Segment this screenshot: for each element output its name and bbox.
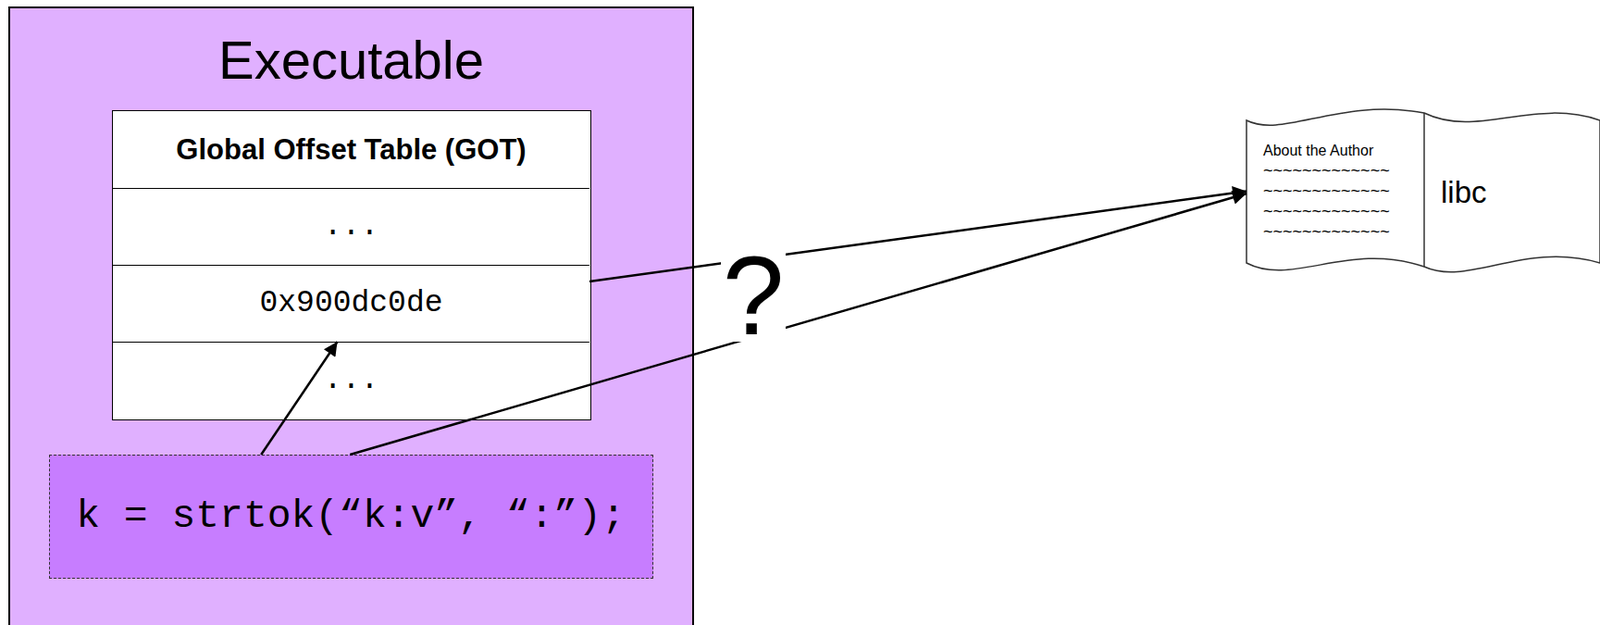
edge-label-slot: ? xyxy=(697,231,809,324)
region-title-slot: Executable xyxy=(10,28,693,91)
table-cell: ... xyxy=(323,209,379,244)
executable-region: ExecutableGlobal Offset Table (GOT)... 0x… xyxy=(8,6,695,625)
address-value: 0x900dc0de xyxy=(259,285,443,321)
code-box: k = strtok(“k:v”, “:”); xyxy=(49,454,654,579)
library-name: libc xyxy=(1440,174,1488,210)
table-cell-slot: ... xyxy=(112,342,590,418)
code-line: k = strtok(“k:v”, “:”); xyxy=(75,493,626,539)
page-squiggle-slot: ~~~~~~~~~~~~~ xyxy=(1263,200,1421,222)
library-book: About the Author~~~~~~~~~~~~~~~~~~~~~~~~… xyxy=(1246,101,1600,281)
page-squiggle: ~~~~~~~~~~~~~ xyxy=(1263,161,1390,180)
table-cell: ... xyxy=(323,362,379,397)
page-squiggle-slot: ~~~~~~~~~~~~~ xyxy=(1263,180,1421,201)
page-heading: About the Author xyxy=(1263,142,1374,159)
table-heading: Global Offset Table (GOT) xyxy=(175,133,526,166)
page-squiggle-slot: ~~~~~~~~~~~~~ xyxy=(1263,221,1421,242)
connector-arrow xyxy=(589,191,1247,283)
code-line-slot: k = strtok(“k:v”, “:”); xyxy=(49,455,652,577)
page-squiggle: ~~~~~~~~~~~~~ xyxy=(1263,222,1390,241)
got-row: ... xyxy=(112,187,590,265)
library-name-slot: libc xyxy=(1440,173,1589,211)
got-entry: 0x900dc0de xyxy=(112,264,590,342)
connector-arrow xyxy=(349,193,1247,455)
book-spine xyxy=(1423,112,1426,267)
page-squiggle-slot: ~~~~~~~~~~~~~ xyxy=(1263,160,1421,181)
address-value-slot: 0x900dc0de xyxy=(112,265,590,341)
table-cell-slot: ... xyxy=(112,188,590,264)
page-squiggle: ~~~~~~~~~~~~~ xyxy=(1263,201,1390,221)
page-heading-slot: About the Author xyxy=(1263,140,1421,162)
got-table: Global Offset Table (GOT)... 0x900dc0de..… xyxy=(111,110,592,421)
connector-arrow xyxy=(260,341,337,455)
edge-label: ? xyxy=(720,248,787,342)
got-row: ... xyxy=(112,341,590,419)
table-heading-slot: Global Offset Table (GOT) xyxy=(112,111,590,188)
page-squiggle: ~~~~~~~~~~~~~ xyxy=(1263,181,1390,200)
book-pages xyxy=(1246,109,1600,273)
region-title: Executable xyxy=(218,29,484,90)
